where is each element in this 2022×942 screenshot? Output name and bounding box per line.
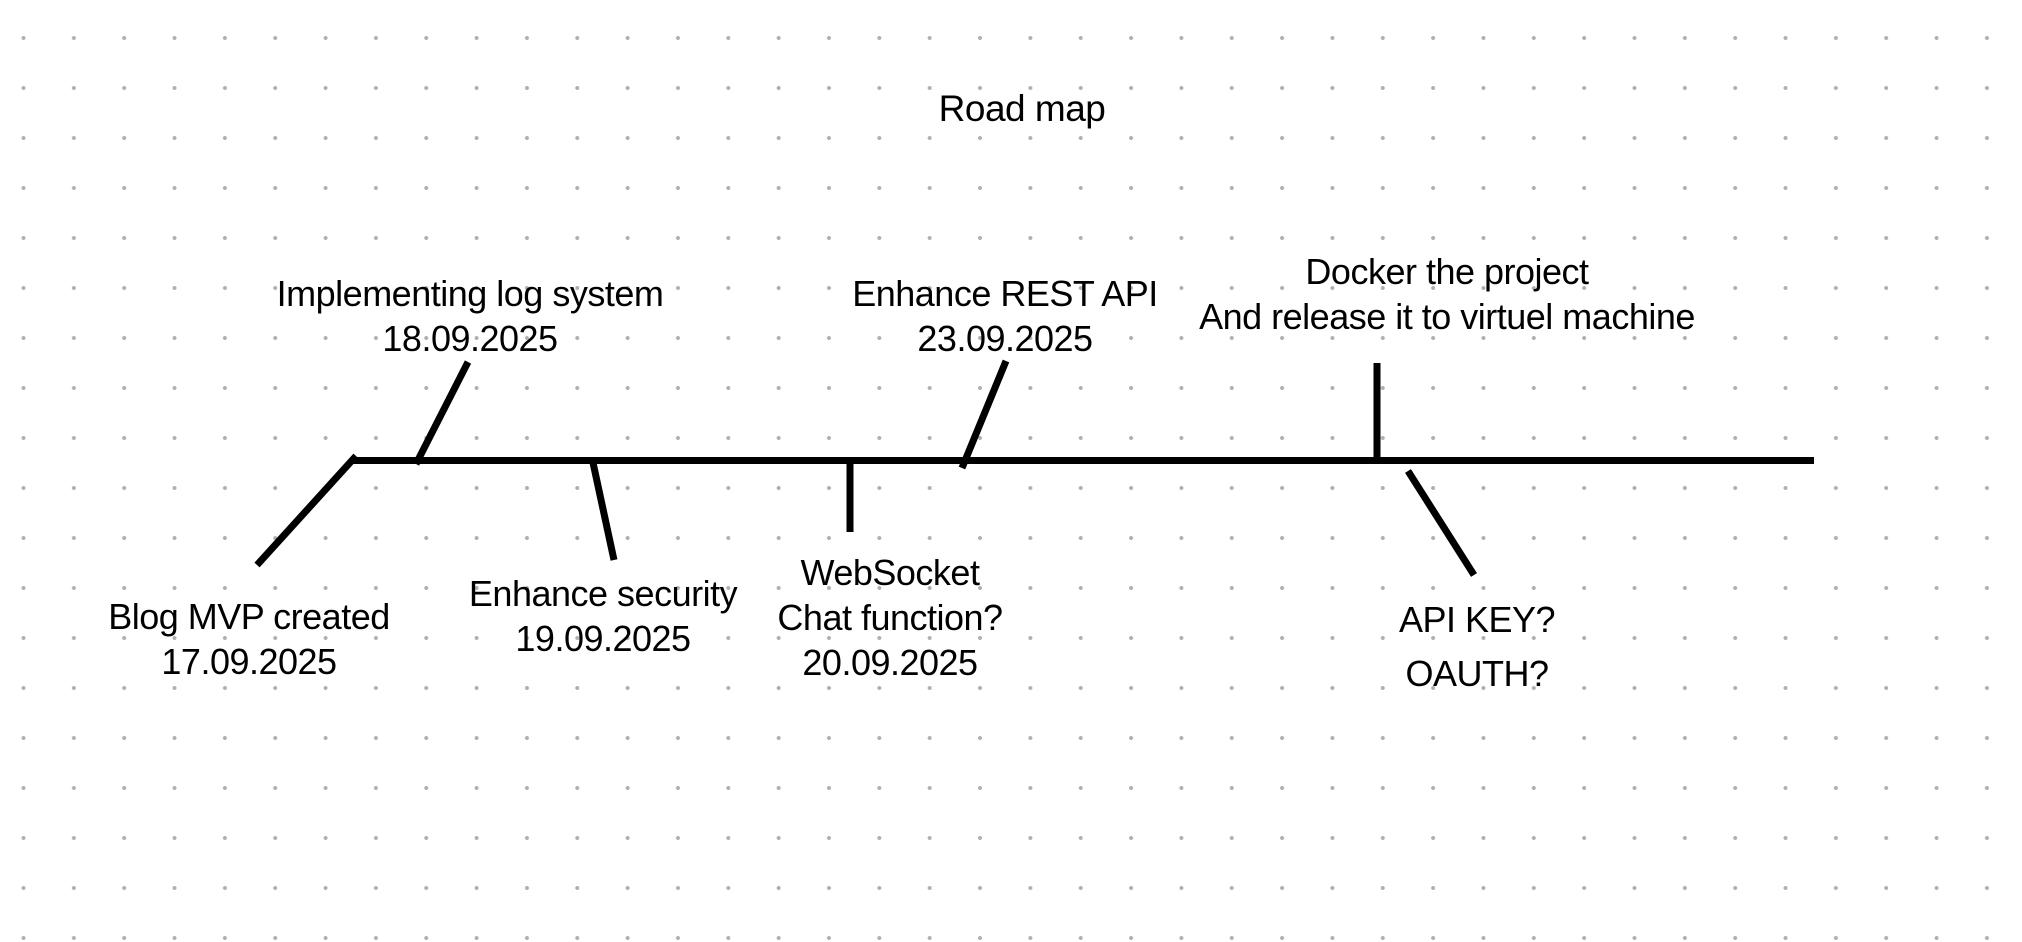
milestone-text: Enhance REST API	[852, 273, 1158, 314]
milestone-text: OAUTH?	[1405, 653, 1549, 694]
milestone-date: 18.09.2025	[382, 318, 558, 359]
milestone-label-api-key[interactable]: API KEY? OAUTH?	[1398, 597, 1556, 696]
milestone-label-websocket[interactable]: WebSocket Chat function? 20.09.2025	[777, 550, 1003, 685]
milestone-text: Implementing log system	[276, 273, 664, 314]
milestone-text: And release it to virtuel machine	[1199, 296, 1695, 337]
branch-enhance-security[interactable]	[588, 457, 618, 561]
milestone-text: Enhance security	[468, 573, 738, 614]
milestone-label-rest-api[interactable]: Enhance REST API 23.09.2025	[852, 271, 1158, 361]
milestone-text: WebSocket	[800, 552, 980, 593]
branch-log-system[interactable]	[412, 360, 472, 466]
milestone-label-enhance-security[interactable]: Enhance security 19.09.2025	[468, 571, 738, 661]
milestone-date: 17.09.2025	[161, 641, 337, 682]
milestone-label-log-system[interactable]: Implementing log system 18.09.2025	[277, 271, 664, 361]
milestone-date: 23.09.2025	[917, 318, 1093, 359]
milestone-label-docker[interactable]: Docker the project And release it to vir…	[1199, 249, 1695, 339]
branch-rest-api[interactable]	[958, 359, 1010, 470]
milestone-text: Chat function?	[777, 597, 1003, 638]
branch-blog-mvp[interactable]	[254, 453, 359, 568]
branch-api-key[interactable]	[1405, 469, 1477, 577]
page-title[interactable]: Road map	[938, 88, 1106, 129]
milestone-text: Blog MVP created	[108, 596, 390, 637]
milestone-date: 19.09.2025	[515, 618, 691, 659]
milestone-date: 20.09.2025	[802, 642, 978, 683]
milestone-text: API KEY?	[1398, 599, 1556, 640]
milestone-label-blog-mvp[interactable]: Blog MVP created 17.09.2025	[108, 594, 390, 684]
milestone-text: Docker the project	[1305, 251, 1589, 292]
